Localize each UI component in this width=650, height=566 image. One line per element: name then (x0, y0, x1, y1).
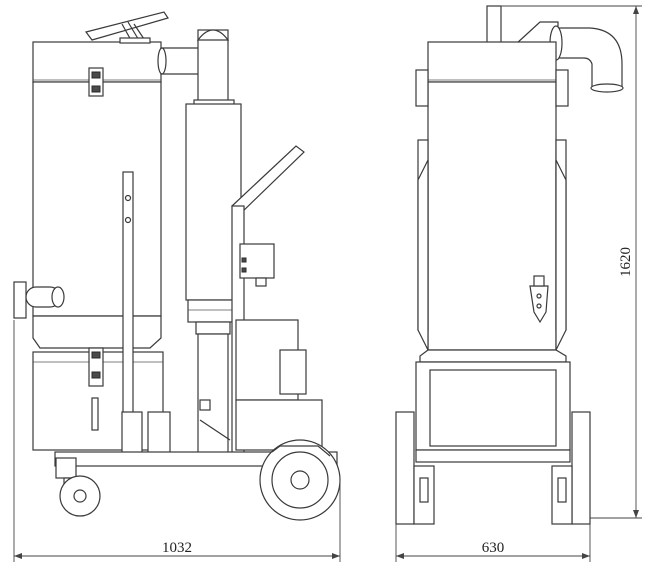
side-exhaust (157, 29, 242, 455)
side-view (13, 11, 341, 521)
side-chassis (54, 439, 341, 521)
dimension-width-front (395, 524, 591, 562)
side-tank (13, 41, 162, 349)
front-width-label: 630 (482, 540, 505, 556)
dimension-height (501, 5, 642, 519)
front-bin (415, 349, 571, 463)
side-lid-pedal (84, 11, 169, 44)
side-post (121, 171, 171, 461)
dimension-width-side (13, 320, 341, 562)
front-wheels (395, 411, 591, 525)
front-tank (415, 41, 569, 351)
side-width-label: 1032 (162, 540, 192, 556)
height-label: 1620 (618, 247, 634, 277)
side-collection-bin (32, 347, 164, 451)
side-motor (235, 319, 323, 451)
front-view (395, 5, 624, 525)
